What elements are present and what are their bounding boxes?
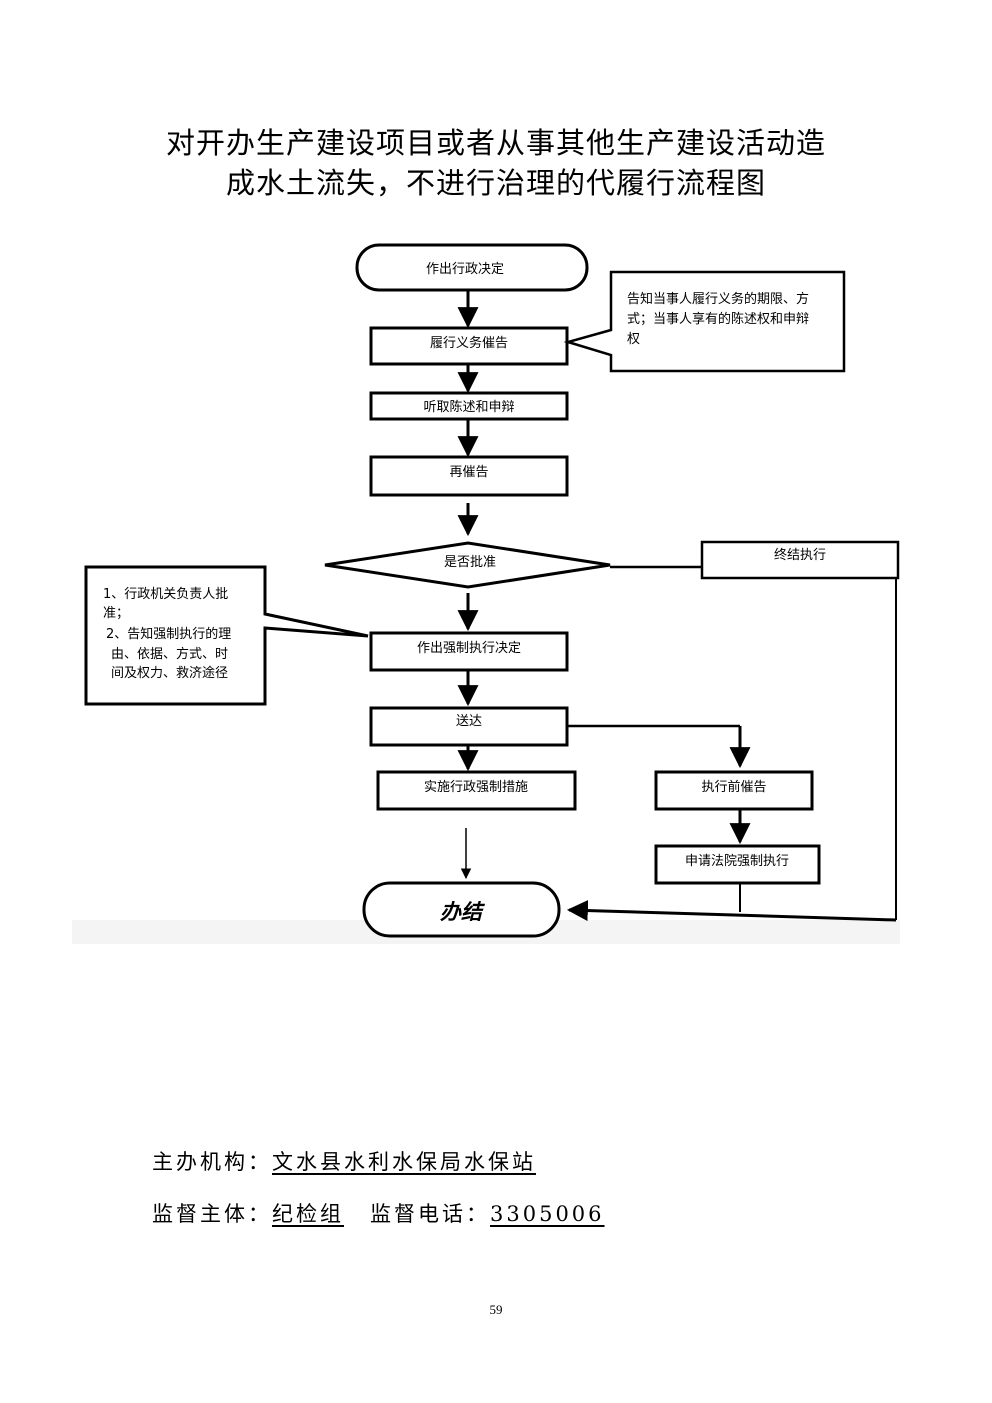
note-left-line-2: 准； (103, 606, 129, 621)
node-approve-label: 是否批准 (444, 555, 496, 570)
node-hear-statement (369, 391, 569, 421)
node-urge-obligation-label: 履行义务催告 (430, 335, 508, 351)
note-right-line-2: 式；当事人享有的陈述权和申辩 (627, 311, 809, 327)
title-line-1: 对开办生产建设项目或者从事其他生产建设活动造 (165, 126, 826, 160)
footer-org-label: 主办机构： (152, 1150, 272, 1174)
node-re-urge (369, 455, 569, 497)
node-re-urge-label: 再催告 (449, 465, 488, 480)
footer-supervisor-row: 监督主体：纪检组 监督电话：3305006 (152, 1198, 605, 1228)
node-finish (362, 881, 561, 938)
note-right-line-1: 告知当事人履行义务的期限、方 (627, 291, 809, 307)
footer-org-value: 文水县水利水保局水保站 (272, 1150, 536, 1174)
node-hear-statement-label: 听取陈述和申辩 (423, 399, 514, 415)
node-decision-made-label: 作出行政决定 (426, 262, 504, 277)
node-implement-label: 实施行政强制措施 (424, 780, 528, 795)
node-decision-made (355, 243, 589, 292)
arrow-terminate-to-finish (566, 900, 897, 922)
node-implement (376, 770, 577, 811)
node-enforce-decision (369, 631, 569, 672)
note-left-line-4: 由、依据、方式、时 (111, 646, 228, 662)
node-urge-obligation (369, 326, 569, 366)
node-deliver-label: 送达 (456, 714, 482, 729)
node-court-apply-label: 申请法院强制执行 (685, 854, 789, 869)
footer-supervisor-label: 监督主体： (152, 1202, 272, 1226)
node-pre-urge (654, 770, 814, 811)
title-line-2: 成水土流失，不进行治理的代履行流程图 (225, 166, 766, 200)
footer-phone-value: 3305006 (490, 1202, 605, 1226)
footer-phone-label: 监督电话： (370, 1202, 490, 1226)
note-left-callout (84, 565, 369, 706)
node-terminate-label: 终结执行 (774, 547, 826, 563)
note-right-line-3: 权 (627, 331, 640, 347)
node-enforce-decision-label: 作出强制执行决定 (417, 641, 521, 656)
node-finish-label: 办结 (440, 900, 486, 924)
node-pre-urge-label: 执行前催告 (701, 779, 766, 795)
node-terminate (700, 540, 900, 580)
node-court-apply (654, 844, 821, 885)
page-number: 59 (489, 1302, 503, 1317)
footer-org-row: 主办机构：文水县水利水保局水保站 (152, 1146, 536, 1176)
note-right-callout (563, 270, 846, 373)
flowchart: 作出行政决定 履行义务催告 告知当事人履行义务的期限、方 式；当事人享有的陈述权… (72, 243, 900, 944)
note-left-line-5: 间及权力、救济途径 (111, 665, 228, 681)
note-left-line-1: 1、行政机关负责人批 (103, 587, 228, 602)
node-approve (324, 541, 611, 589)
footer-supervisor-value: 纪检组 (272, 1202, 344, 1226)
note-left-line-3: 2、告知强制执行的理 (106, 626, 231, 642)
node-deliver (369, 706, 569, 747)
